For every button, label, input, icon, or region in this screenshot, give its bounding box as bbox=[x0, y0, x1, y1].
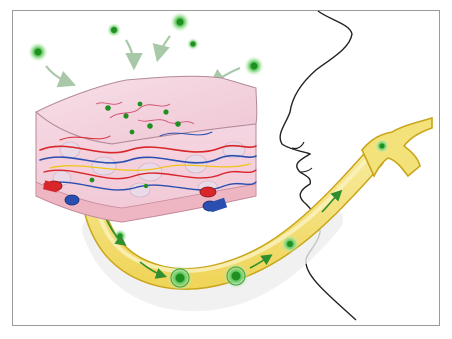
curved-arrow-icon bbox=[158, 36, 170, 58]
curved-arrow-icon bbox=[46, 66, 72, 84]
airborne-particles bbox=[28, 12, 264, 76]
lymph-node bbox=[362, 118, 432, 176]
skin-block bbox=[36, 76, 257, 222]
curved-arrow-icon bbox=[126, 40, 134, 66]
